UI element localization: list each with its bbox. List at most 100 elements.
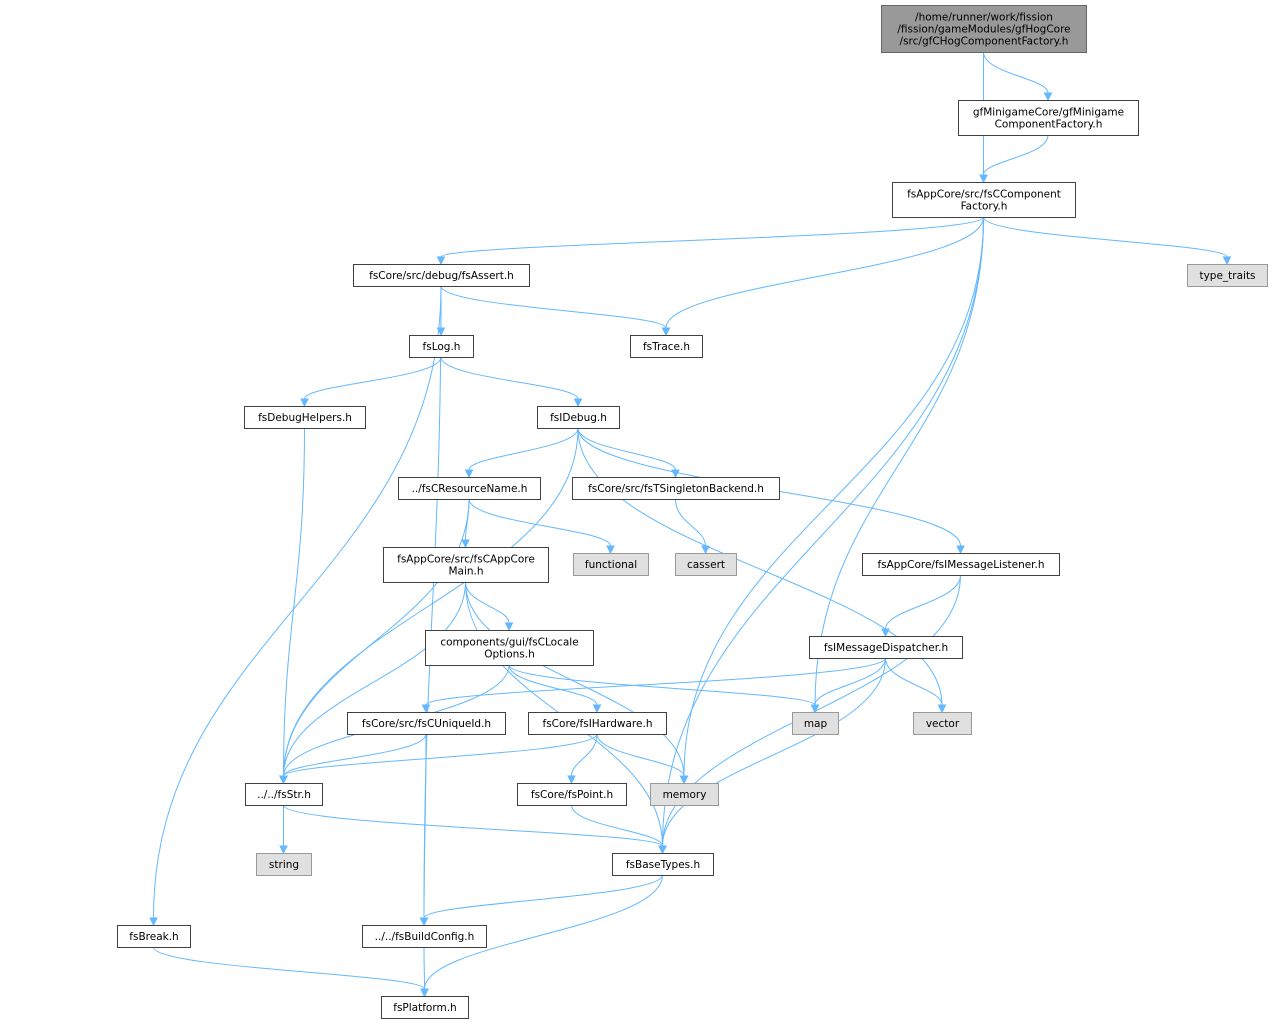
node-gfMinigame[interactable]: gfMinigameCore/gfMinigameComponentFactor… [958, 100, 1139, 136]
node-fsIMessageListener[interactable]: fsAppCore/fsIMessageListener.h [862, 553, 1060, 576]
edge-arrowhead [504, 622, 514, 632]
node-fsTSingletonBackend[interactable]: fsCore/src/fsTSingletonBackend.h [572, 477, 780, 500]
node-fsLog[interactable]: fsLog.h [409, 335, 474, 358]
node-label: ../../fsStr.h [257, 789, 311, 801]
edge-line [440, 216, 984, 258]
nodes-layer: /home/runner/work/fission/fission/gameMo… [117, 5, 1268, 1019]
node-fsPlatform[interactable]: fsPlatform.h [381, 996, 469, 1019]
node-label: ../fsCResourceName.h [412, 483, 528, 495]
edge-fsIHardware-to-memory [596, 733, 689, 785]
edge-line [423, 285, 442, 919]
node-fsDebugHelpers[interactable]: fsDebugHelpers.h [244, 406, 366, 429]
node-fsPoint[interactable]: fsCore/fsPoint.h [517, 783, 627, 806]
edge-fsBuildConfig-to-fsPlatform [420, 946, 429, 998]
edge-line [304, 356, 442, 400]
node-label: Options.h [484, 649, 535, 661]
edge-line [423, 874, 663, 919]
edge-line [423, 733, 427, 919]
edge-line [571, 804, 663, 847]
edge-line [465, 581, 510, 624]
edge-line [885, 574, 961, 630]
node-box [958, 100, 1139, 136]
edge-line [683, 216, 984, 777]
edge-arrowhead [1222, 256, 1232, 266]
node-label: /src/gfCHogComponentFactory.h [900, 36, 1069, 48]
node-box [537, 406, 620, 429]
node-fsCUniqueId[interactable]: fsCore/src/fsCUniqueId.h [347, 712, 506, 735]
node-box [1187, 264, 1268, 287]
edge-line [814, 216, 984, 706]
node-fsBaseTypes[interactable]: fsBaseTypes.h [612, 853, 714, 876]
node-box [245, 783, 323, 806]
node-root: /home/runner/work/fission/fission/gameMo… [881, 5, 1087, 53]
node-label: /fission/gameModules/gfHogCore [897, 24, 1070, 36]
node-box [517, 783, 627, 806]
node-label: fsTrace.h [643, 341, 690, 353]
node-fsIHardware[interactable]: fsCore/fsIHardware.h [528, 712, 667, 735]
edge-arrowhead [567, 775, 576, 785]
node-label: memory [663, 789, 707, 801]
node-fsTrace[interactable]: fsTrace.h [630, 335, 703, 358]
node-fsCResourceName[interactable]: ../fsCResourceName.h [398, 477, 541, 500]
edge-arrowhead [956, 545, 965, 555]
node-label: cassert [687, 559, 725, 571]
node-label: string [269, 859, 299, 871]
edge-arrowhead [671, 469, 680, 479]
node-box [573, 553, 649, 576]
edge-fsDebugHelpers-to-fsStr [279, 427, 305, 785]
node-fsIMessageDispatcher[interactable]: fsIMessageDispatcher.h [809, 636, 963, 659]
edge-fsIMessageDispatcher-to-map [810, 657, 886, 714]
node-label: fsAppCore/src/fsCAppCore [397, 554, 535, 566]
node-label: fsCore/src/fsCUniqueId.h [362, 718, 491, 730]
edge-fsTSingletonBackend-to-cassert [675, 498, 710, 555]
node-box [117, 925, 191, 948]
node-fsIDebug[interactable]: fsIDebug.h [537, 406, 620, 429]
edge-fsAssert-to-fsBuildConfig [419, 285, 442, 927]
node-box [612, 853, 714, 876]
node-box [409, 335, 474, 358]
node-label: fsLog.h [423, 341, 461, 353]
edge-arrowhead [421, 704, 431, 714]
node-fsBuildConfig[interactable]: ../../fsBuildConfig.h [362, 925, 487, 948]
edge-line [577, 427, 676, 471]
edge-arrowhead [464, 469, 474, 479]
edge-line [577, 427, 943, 706]
edge-fsStr-to-fsBaseTypes [283, 804, 667, 855]
edge-fsPoint-to-fsBaseTypes [571, 804, 667, 855]
edge-fsLog-to-fsIDebug [440, 356, 583, 408]
edge-line [153, 946, 425, 990]
edge-line [596, 733, 685, 777]
node-label: fsAppCore/fsIMessageListener.h [877, 559, 1044, 571]
edge-line [508, 664, 598, 706]
node-label: ../../fsBuildConfig.h [375, 931, 475, 943]
edge-arrowhead [658, 845, 667, 855]
edge-arrowhead [279, 775, 288, 785]
edge-gfMinigame-to-fsCComponentFactory [979, 134, 1049, 184]
edge-fsLog-to-fsDebugHelpers [300, 356, 442, 408]
edge-line [571, 733, 598, 777]
edge-fsIMessageDispatcher-to-fsBaseTypes [658, 657, 886, 855]
edge-arrowhead [979, 174, 988, 184]
node-box [353, 264, 530, 287]
edge-fsIDebug-to-fsCResourceName [464, 427, 579, 479]
node-label: fsPlatform.h [393, 1002, 456, 1014]
edge-line [983, 51, 1049, 94]
node-box [881, 5, 1087, 53]
node-label: fsBaseTypes.h [626, 859, 700, 871]
node-fsBreak[interactable]: fsBreak.h [117, 925, 191, 948]
edge-line [508, 664, 816, 706]
node-label: ComponentFactory.h [995, 119, 1103, 131]
node-fsAssert[interactable]: fsCore/src/debug/fsAssert.h [353, 264, 530, 287]
edge-line [675, 498, 706, 547]
edge-fsBaseTypes-to-fsBuildConfig [419, 874, 663, 927]
edge-line [283, 733, 598, 777]
node-label: Main.h [448, 566, 483, 578]
node-label: Factory.h [961, 201, 1008, 213]
edge-arrowhead [419, 917, 429, 927]
node-fsStr[interactable]: ../../fsStr.h [245, 783, 323, 806]
edge-arrowhead [149, 917, 158, 927]
